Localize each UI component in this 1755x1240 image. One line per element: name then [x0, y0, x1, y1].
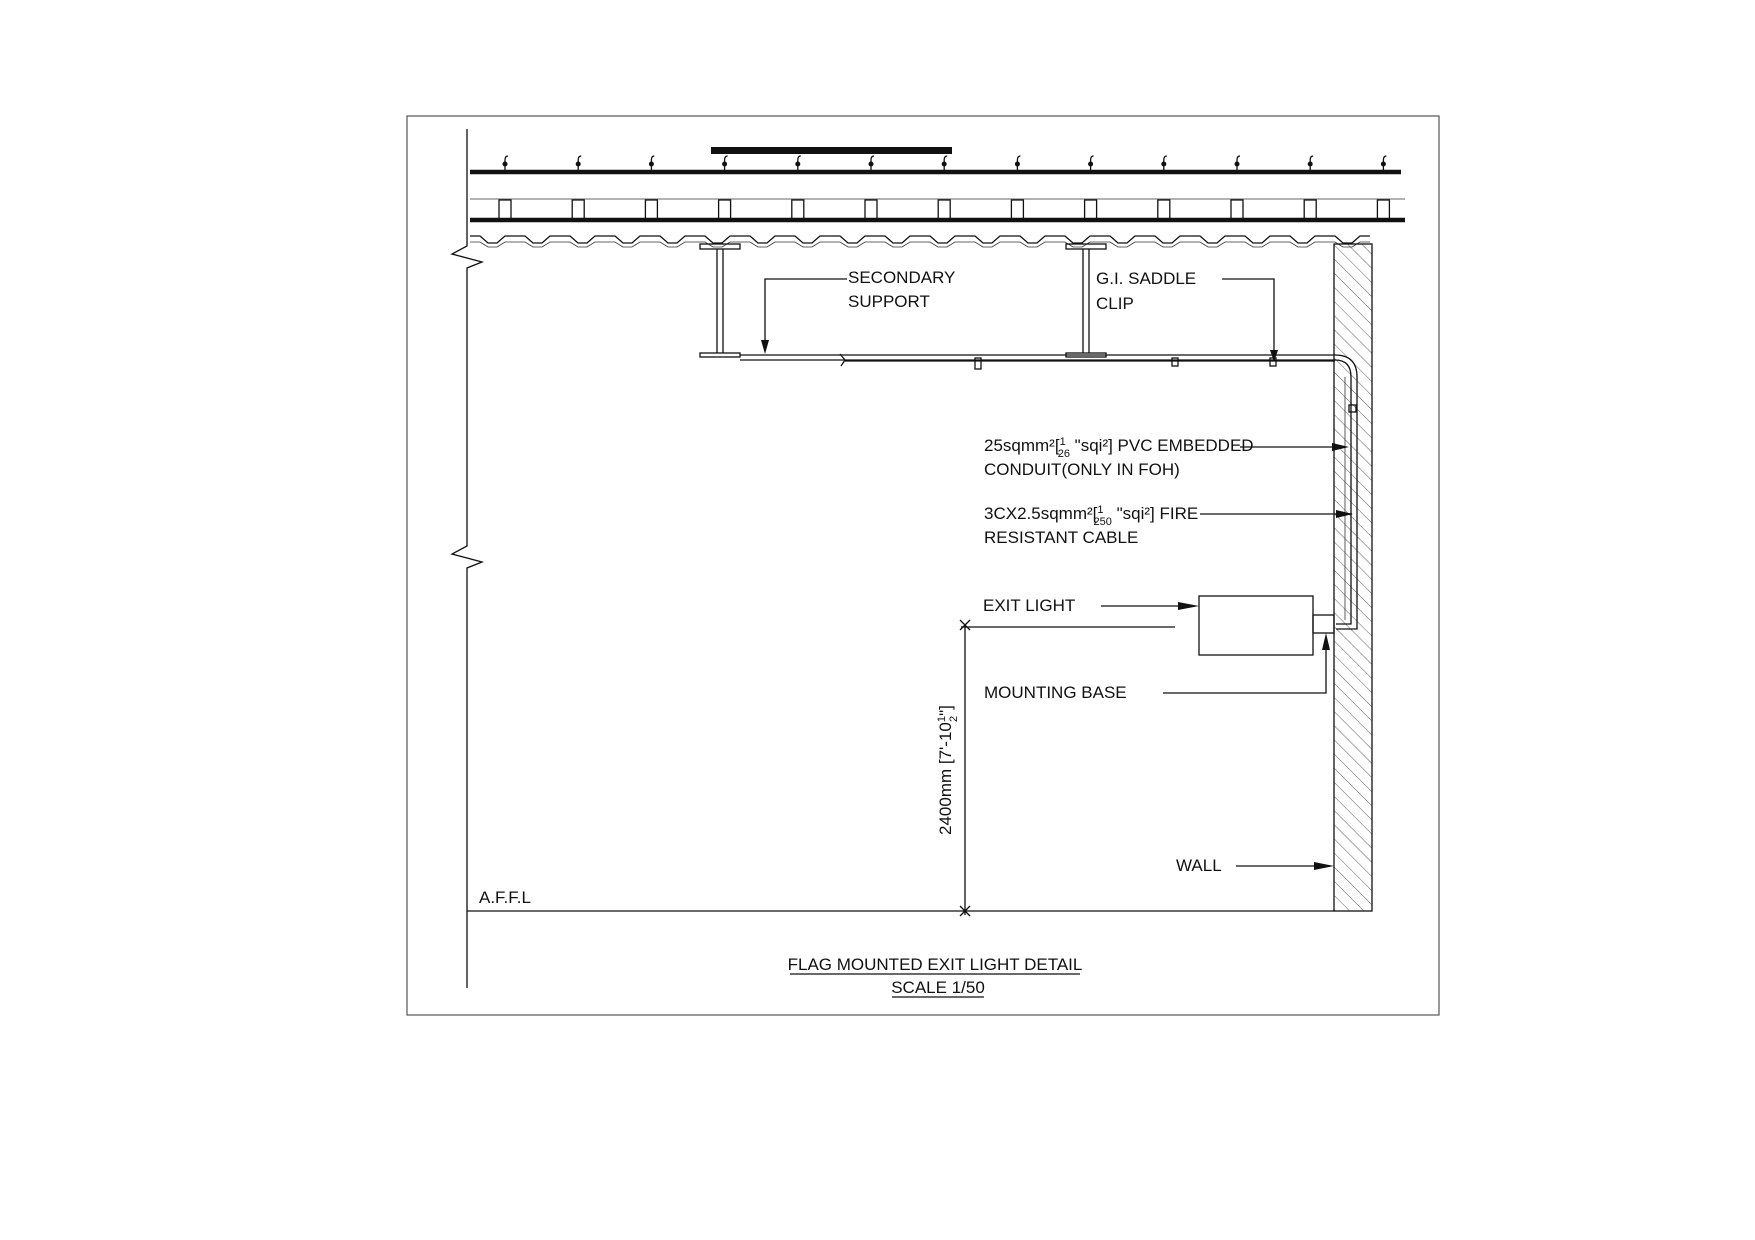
purlin-post	[1157, 199, 1171, 218]
roof-structure	[470, 147, 1405, 248]
purlin-post	[864, 199, 878, 218]
saddle-clip	[974, 357, 982, 370]
roof-hook-bolt	[1088, 161, 1094, 167]
roof-hook-bolt	[868, 161, 874, 167]
roof-hook-bolt	[575, 161, 581, 167]
roof-hook	[1016, 155, 1021, 170]
drawing-scale: SCALE 1/50	[891, 978, 985, 997]
roof-hook-bolt	[1380, 161, 1386, 167]
roof-hook-bolt	[941, 161, 947, 167]
wall-hatch	[1333, 243, 1373, 912]
drawing-title: FLAG MOUNTED EXIT LIGHT DETAIL	[788, 955, 1083, 974]
roof-hook	[1089, 155, 1094, 170]
roof-hook	[1382, 155, 1387, 170]
purlin-post	[791, 199, 805, 218]
roof-hook	[1236, 155, 1241, 170]
conduit-bend	[1334, 354, 1358, 630]
label-affl: A.F.F.L	[479, 888, 531, 907]
roof-hook-bolt	[1234, 161, 1240, 167]
roof-hook-bolt	[1161, 161, 1167, 167]
roof-hook-bolt	[1307, 161, 1313, 167]
purlin-post	[1230, 199, 1244, 218]
saddle-clip	[1171, 357, 1179, 367]
drawing-frame	[406, 115, 1440, 1016]
roof-plate	[711, 147, 952, 154]
purlin-post	[1083, 199, 1098, 218]
saddle-clip	[1269, 357, 1277, 367]
saddle-clip	[1348, 404, 1357, 413]
purlin-post	[1376, 199, 1391, 218]
purlin-post	[571, 199, 585, 218]
break-line	[450, 129, 485, 988]
roof-hook-bolt	[795, 161, 801, 167]
purlin-post	[937, 199, 951, 218]
mounting-base	[1312, 614, 1335, 634]
dimension-text: 2400mm [7'-1012"]	[936, 705, 960, 835]
conduit-break-symbol	[839, 353, 846, 367]
roof-hook-bolt	[1014, 161, 1020, 167]
label-wall: WALL	[1176, 856, 1222, 875]
roof-hook	[943, 155, 948, 170]
exit-light-box	[1198, 595, 1314, 656]
label-saddle-clip-1: G.I. SADDLE	[1096, 269, 1196, 288]
roof-hook	[504, 155, 509, 170]
roof-hook	[723, 155, 728, 170]
hanger-beam-left	[699, 243, 741, 358]
label-secondary-support-2: SUPPORT	[848, 292, 930, 311]
roof-hook	[650, 155, 655, 170]
label-exit-light: EXIT LIGHT	[983, 596, 1075, 615]
dimension-ticks	[959, 619, 971, 917]
label-cable-2: RESISTANT CABLE	[984, 528, 1138, 547]
corrugated-deck-underside	[470, 241, 1370, 248]
label-conduit-2: CONDUIT(ONLY IN FOH)	[984, 460, 1180, 479]
label-secondary-support-1: SECONDARY	[848, 268, 955, 287]
roof-hook	[797, 155, 801, 170]
roof-hook	[577, 155, 582, 170]
roof-hook-bolt	[648, 161, 654, 167]
roof-hook	[870, 155, 875, 170]
roof-hook-bolt	[722, 161, 728, 167]
label-mounting-base: MOUNTING BASE	[984, 683, 1127, 702]
roof-hook	[1163, 155, 1167, 170]
leaders	[761, 278, 1353, 870]
purlin-post	[717, 199, 732, 218]
purlin-post	[498, 199, 512, 218]
conduit-horizontal	[740, 354, 1335, 362]
label-saddle-clip-2: CLIP	[1096, 294, 1134, 313]
roof-hook	[1309, 155, 1314, 170]
purlin-post	[1010, 199, 1025, 218]
roof-hook-bolt	[502, 161, 508, 167]
purlin-post	[644, 199, 659, 218]
purlin-post	[1303, 199, 1317, 218]
corrugated-deck	[470, 235, 1370, 244]
